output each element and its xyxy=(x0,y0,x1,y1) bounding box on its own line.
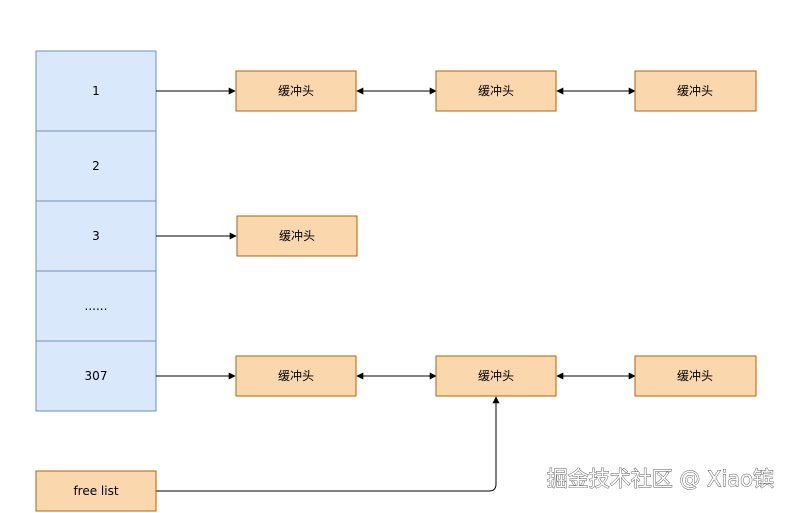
free-list-label: free list xyxy=(73,484,118,498)
buffer-head-label: 缓冲头 xyxy=(677,368,713,383)
hash-slot-label: 2 xyxy=(92,159,100,173)
hash-slot-label: ...... xyxy=(85,299,108,313)
buffer-head-label: 缓冲头 xyxy=(279,228,315,243)
buffer-head-label: 缓冲头 xyxy=(677,83,713,98)
buffer-head-node[interactable]: 缓冲头 xyxy=(235,70,357,112)
buffer-head-label: 缓冲头 xyxy=(478,83,514,98)
buffer-head-node[interactable]: 缓冲头 xyxy=(634,70,757,112)
buffer-head-label: 缓冲头 xyxy=(278,368,314,383)
hash-table: 1 2 3 ...... 307 xyxy=(35,50,157,412)
buffer-head-node[interactable]: 缓冲头 xyxy=(236,215,358,257)
buffer-head-node[interactable]: 缓冲头 xyxy=(435,70,557,112)
hash-slot-3[interactable]: 3 xyxy=(35,200,157,272)
hash-slot-1[interactable]: 1 xyxy=(35,50,157,132)
buffer-head-node[interactable]: 缓冲头 xyxy=(634,355,757,397)
buffer-head-label: 缓冲头 xyxy=(478,368,514,383)
hash-slot-2[interactable]: 2 xyxy=(35,130,157,202)
hash-slot-label: 1 xyxy=(92,84,100,98)
buffer-head-node[interactable]: 缓冲头 xyxy=(235,355,357,397)
edge-free-list-to-node xyxy=(156,396,500,492)
free-list-node[interactable]: free list xyxy=(35,470,157,512)
hash-slot-ellipsis[interactable]: ...... xyxy=(35,270,157,342)
hash-slot-label: 307 xyxy=(85,369,108,383)
hash-slot-label: 3 xyxy=(92,229,100,243)
buffer-head-node[interactable]: 缓冲头 xyxy=(435,355,557,397)
buffer-head-label: 缓冲头 xyxy=(278,83,314,98)
buffer-nodes: 缓冲头 缓冲头 缓冲头 缓冲头 缓冲头 缓冲头 缓冲头 free lis xyxy=(35,70,757,512)
hash-slot-307[interactable]: 307 xyxy=(35,340,157,412)
watermark-text: 掘金技术社区 @ Xiao镔 xyxy=(547,467,774,491)
edges xyxy=(156,87,636,492)
